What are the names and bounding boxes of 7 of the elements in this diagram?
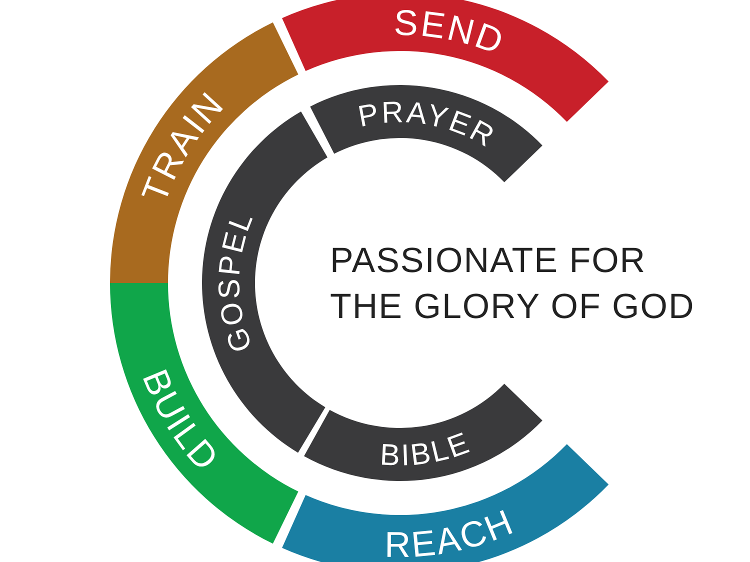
segment-label: REACH	[384, 500, 520, 562]
ring-segment	[304, 384, 542, 481]
ring-segment	[310, 85, 542, 182]
segment-label: PRAYER	[356, 96, 501, 154]
segment-label: BIBLE	[379, 426, 476, 473]
segment-label: SEND	[393, 2, 510, 63]
motto-text: PASSIONATE FOR THE GLORY OF GOD	[330, 240, 696, 328]
